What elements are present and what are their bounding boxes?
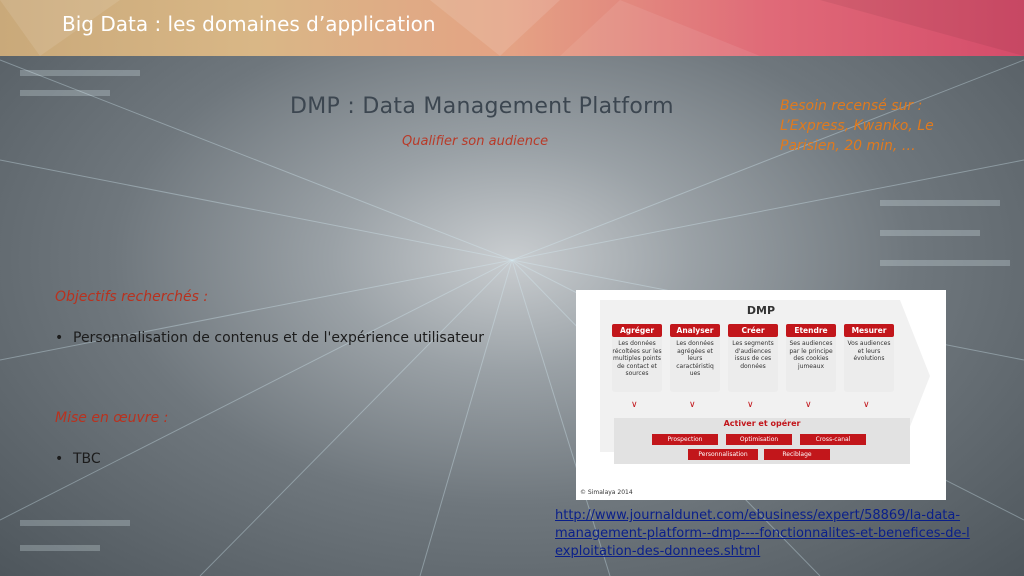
link-line[interactable]: exploitation-des-donnees.shtml xyxy=(555,544,761,559)
diagram-heading: DMP xyxy=(746,304,776,317)
column-text: Ses audiences par le principe des cookie… xyxy=(789,340,833,370)
chevron-down-icon: ∨ xyxy=(747,400,754,410)
activate-title: Activer et opérer xyxy=(723,419,801,428)
pill-optimisation: Optimisation xyxy=(726,434,792,445)
column-title: Agréger xyxy=(612,324,662,337)
bullet-glyph: • xyxy=(55,330,64,346)
need-line: L’Express, Kwanko, Le xyxy=(780,118,934,134)
column-text: Les données agrégées et leurs caractéris… xyxy=(676,340,714,377)
dmp-diagram-image: DMP Agréger Les données récoltées sur le… xyxy=(576,290,946,500)
chevron-down-icon: ∨ xyxy=(805,400,812,410)
column-text: Les données récoltées sur les multiples … xyxy=(612,340,662,377)
dmp-heading: DMP : Data Management Platform xyxy=(290,94,674,119)
link-line[interactable]: management-platform--dmp----fonctionnali… xyxy=(555,526,970,541)
diagram-column: Mesurer Vos audiences et leurs évolution… xyxy=(844,324,894,392)
column-title: Mesurer xyxy=(844,324,894,337)
activate-box: Activer et opérer Prospection Optimisati… xyxy=(614,418,910,464)
chevron-down-icon: ∨ xyxy=(631,400,638,410)
diagram-column: Etendre Ses audiences par le principe de… xyxy=(786,324,836,392)
source-link[interactable]: http://www.journaldunet.com/ebusiness/ex… xyxy=(555,507,970,561)
diagram-credit: © Simalaya 2014 xyxy=(580,489,633,496)
link-line[interactable]: http://www.journaldunet.com/ebusiness/ex… xyxy=(555,508,961,523)
column-title: Créer xyxy=(728,324,778,337)
bullet-text: TBC xyxy=(73,451,101,467)
objectives-bullet: • Personnalisation de contenus et de l'ex… xyxy=(55,330,484,346)
pill-personnalisation: Personnalisation xyxy=(688,449,758,460)
objectives-label: Objectifs recherchés : xyxy=(55,289,209,305)
pill-cross-canal: Cross-canal xyxy=(800,434,866,445)
bullet-glyph: • xyxy=(55,451,64,467)
need-line: Besoin recensé sur : xyxy=(780,98,923,114)
column-text: Les segments d'audiences issus de ces do… xyxy=(732,340,774,370)
pill-prospection: Prospection xyxy=(652,434,718,445)
diagram-column: Créer Les segments d'audiences issus de … xyxy=(728,324,778,392)
header-banner: Big Data : les domaines d’application xyxy=(0,0,1024,56)
diagram-column: Agréger Les données récoltées sur les mu… xyxy=(612,324,662,392)
slide-title: Big Data : les domaines d’application xyxy=(62,12,436,36)
subtitle: Qualifier son audience xyxy=(402,134,549,149)
column-title: Analyser xyxy=(670,324,720,337)
column-title: Etendre xyxy=(786,324,836,337)
implementation-bullet: • TBC xyxy=(55,451,101,467)
column-text: Vos audiences et leurs évolutions xyxy=(847,340,891,362)
implementation-label: Mise en œuvre : xyxy=(55,410,169,426)
header-decoration xyxy=(0,0,1024,56)
need-note: Besoin recensé sur : L’Express, Kwanko, … xyxy=(780,96,990,156)
pill-reciblage: Reciblage xyxy=(764,449,830,460)
diagram-column: Analyser Les données agrégées et leurs c… xyxy=(670,324,720,392)
bullet-text: Personnalisation de contenus et de l'exp… xyxy=(73,330,485,346)
chevron-down-icon: ∨ xyxy=(689,400,696,410)
need-line: Parisien, 20 min, … xyxy=(780,138,916,154)
chevron-down-icon: ∨ xyxy=(863,400,870,410)
